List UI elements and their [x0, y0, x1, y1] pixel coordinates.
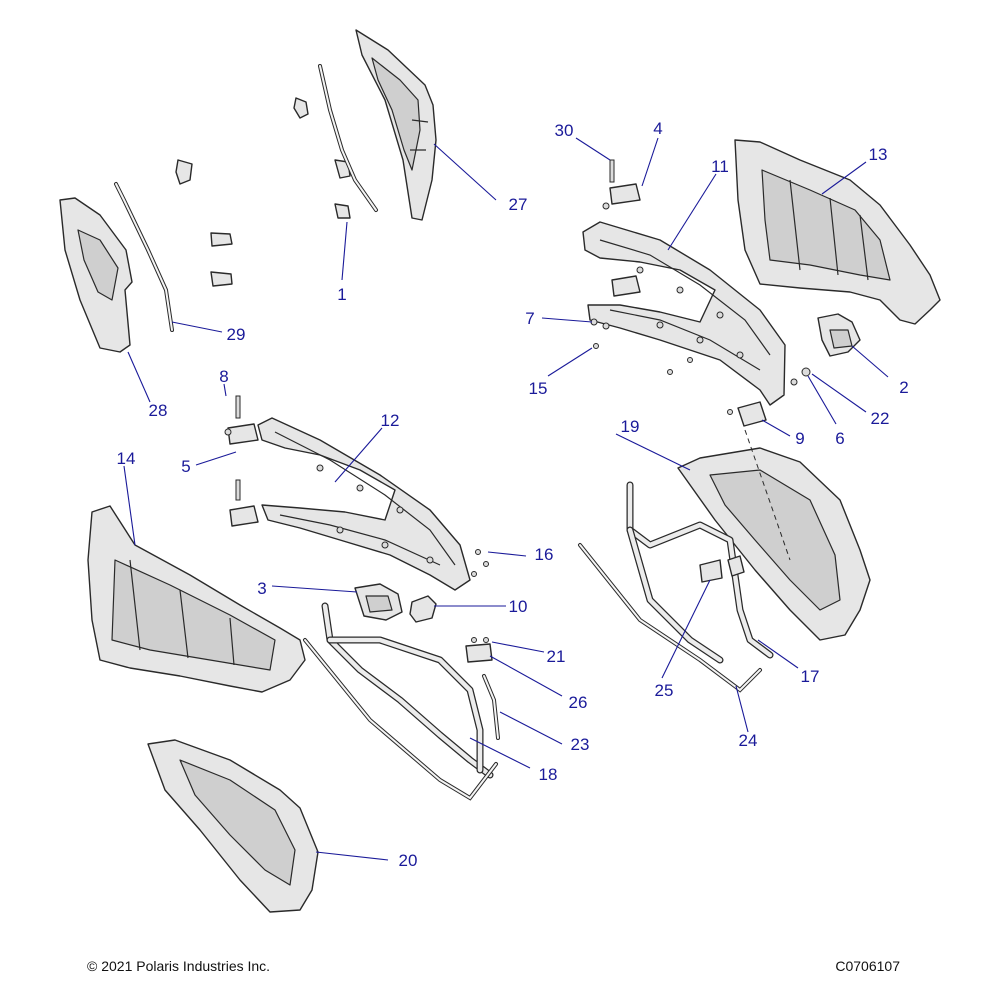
leader-28	[127, 351, 151, 403]
callout-19: 19	[621, 417, 640, 436]
part-13-upper-trim	[734, 139, 941, 325]
callout-25: 25	[655, 681, 674, 700]
part-17-right-tube	[626, 481, 774, 664]
leader-19	[615, 433, 691, 471]
figure-code: C0706107	[835, 958, 900, 974]
callout-24: 24	[739, 731, 758, 750]
callout-17: 17	[801, 667, 820, 686]
leader-8	[223, 383, 227, 397]
part-19-lower-right-shell	[677, 429, 871, 641]
part-29-seal-strip	[114, 182, 174, 332]
part-2-latch	[817, 313, 861, 357]
callout-21: 21	[547, 647, 566, 666]
part-28-door-panel	[59, 197, 133, 353]
leader-27	[433, 143, 497, 201]
callout-18: 18	[539, 765, 558, 784]
callout-1: 1	[337, 285, 346, 304]
part-22-6-9-hardware	[727, 367, 811, 427]
callout-3: 3	[257, 579, 266, 598]
callout-26: 26	[569, 693, 588, 712]
leader-20	[315, 851, 389, 861]
leader-2	[851, 345, 889, 378]
callout-15: 15	[529, 379, 548, 398]
leader-5	[195, 451, 237, 466]
part-16-fasteners-left	[471, 549, 489, 577]
part-12-left-frame	[257, 417, 471, 591]
leader-9	[761, 419, 791, 437]
callout-12: 12	[381, 411, 400, 430]
callout-9: 9	[795, 429, 804, 448]
leader-22	[811, 373, 867, 413]
leader-16	[487, 551, 527, 557]
leader-11	[667, 173, 717, 251]
part-8-5-hinge-left	[224, 395, 259, 527]
callout-20: 20	[399, 851, 418, 870]
part-4-hinge-right	[602, 159, 641, 297]
callout-22: 22	[871, 409, 890, 428]
leader-21	[491, 641, 545, 653]
callout-13: 13	[869, 145, 888, 164]
leader-7	[541, 317, 593, 323]
leader-3	[271, 585, 358, 593]
leader-30	[575, 137, 611, 161]
callout-27: 27	[509, 195, 528, 214]
part-18-left-tube	[321, 602, 494, 779]
part-left-lower-seal	[303, 638, 498, 801]
part-23-seal-strip	[482, 674, 500, 740]
callout-4: 4	[653, 119, 662, 138]
callout-7: 7	[525, 309, 534, 328]
leader-25	[661, 579, 711, 679]
callout-16: 16	[535, 545, 554, 564]
leader-18	[469, 737, 531, 769]
part-3-latch-left	[354, 583, 403, 621]
callout-10: 10	[509, 597, 528, 616]
callout-11: 11	[711, 157, 729, 176]
part-27-upper-panel	[355, 29, 437, 221]
part-24-right-seal	[578, 543, 762, 693]
part-20-lower-left-inner	[147, 739, 319, 913]
leader-17	[757, 639, 799, 669]
callout-28: 28	[149, 401, 168, 420]
callout-29: 29	[227, 325, 246, 344]
leader-26	[489, 655, 563, 697]
part-25-bracket	[699, 555, 745, 583]
part-1-clips	[175, 97, 351, 287]
leader-29	[171, 321, 223, 333]
part-14-lower-left-panel	[87, 505, 306, 693]
callout-5: 5	[181, 457, 190, 476]
leader-1	[341, 221, 348, 281]
part-21-26-bracket	[465, 637, 493, 663]
part-seal-strip-upper	[318, 64, 378, 212]
leader-15	[547, 347, 593, 377]
leader-14	[123, 465, 136, 546]
callout-labels: 1 2 3 4 5 6 7 8 9 10 11 12 13 14 15 16 1…	[117, 119, 909, 870]
leader-6	[807, 375, 837, 425]
callout-2: 2	[899, 378, 908, 397]
part-11-right-frame	[582, 221, 786, 406]
leader-4	[641, 137, 659, 187]
leader-23	[499, 711, 563, 745]
callout-6: 6	[835, 429, 844, 448]
leader-24	[735, 685, 749, 733]
callout-8: 8	[219, 367, 228, 386]
callout-30: 30	[555, 121, 574, 140]
part-7-15-fasteners-right	[590, 318, 693, 375]
part-10-striker	[409, 595, 437, 623]
leader-lines	[123, 137, 889, 861]
callout-14: 14	[117, 449, 136, 468]
leader-13	[821, 161, 867, 195]
leader-12	[334, 427, 383, 483]
callout-23: 23	[571, 735, 590, 754]
copyright-notice: © 2021 Polaris Industries Inc.	[87, 958, 271, 974]
